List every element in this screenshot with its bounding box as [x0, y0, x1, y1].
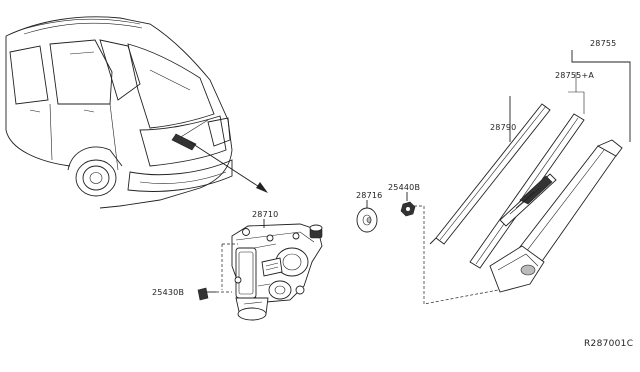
label-nut: 25440B: [388, 183, 420, 192]
label-motor: 28710: [252, 210, 278, 219]
wiper-motor: [231, 223, 323, 321]
location-arrow: [189, 141, 268, 193]
grommet-part: [356, 200, 378, 233]
bolt-part: [197, 287, 232, 301]
label-grommet: 28716: [356, 191, 382, 200]
label-blade: 28790: [490, 123, 516, 132]
nut-part: [400, 192, 416, 217]
label-bolt: 25430B: [152, 288, 184, 297]
diagram-reference-code: R287001C: [584, 339, 633, 349]
wiper-arm: [469, 72, 585, 269]
label-arm-assembly: 28755: [590, 39, 616, 48]
vehicle-illustration: [5, 16, 233, 209]
wiper-arm-assembly: [489, 50, 631, 293]
label-arm: 28755+A: [555, 71, 594, 80]
wiper-blade: [429, 96, 551, 245]
